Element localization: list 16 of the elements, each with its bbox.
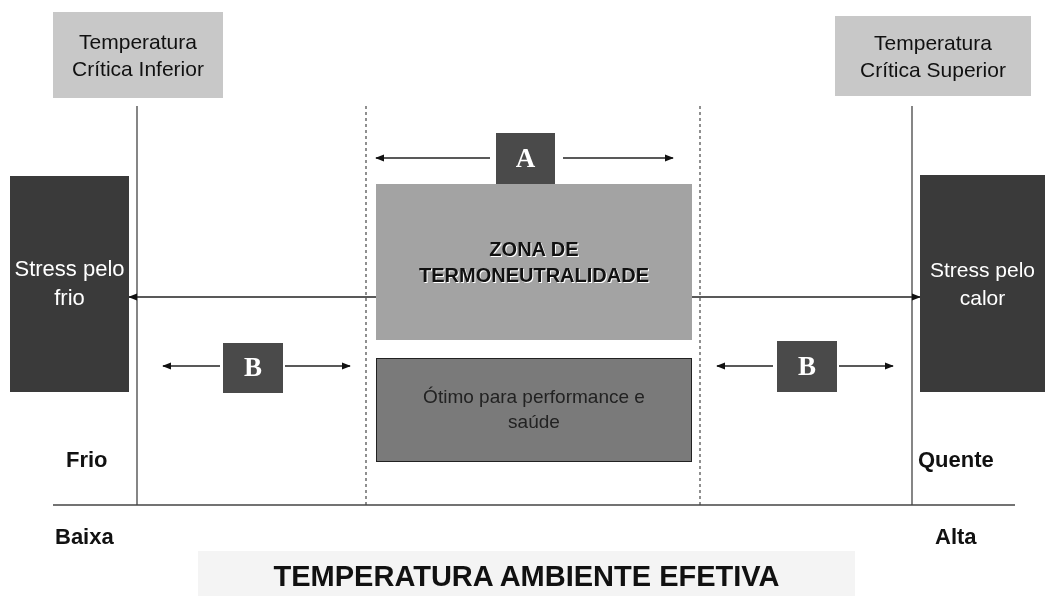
range-marker-box: B [223, 343, 283, 393]
optimum-box: Ótimo para performance e saúde [376, 358, 692, 462]
arrow [128, 293, 377, 301]
axis-end-label: Baixa [55, 524, 114, 550]
zone-box: ZONA DE TERMONEUTRALIDADE [376, 184, 692, 340]
critical-temperature-box: Temperatura Crítica Inferior [53, 12, 223, 98]
axis-end-label: Alta [935, 524, 977, 550]
stress-box: Stress pelo calor [920, 175, 1045, 392]
range-marker-box: B [777, 341, 837, 392]
critical-temperature-box: Temperatura Crítica Superior [835, 16, 1031, 96]
axis-title: TEMPERATURA AMBIENTE EFETIVA [198, 551, 855, 596]
axis-end-label: Frio [66, 447, 108, 473]
stress-box: Stress pelo frio [10, 176, 129, 392]
arrow [691, 293, 921, 301]
range-marker-box: A [496, 133, 555, 184]
axis-end-label: Quente [918, 447, 994, 473]
